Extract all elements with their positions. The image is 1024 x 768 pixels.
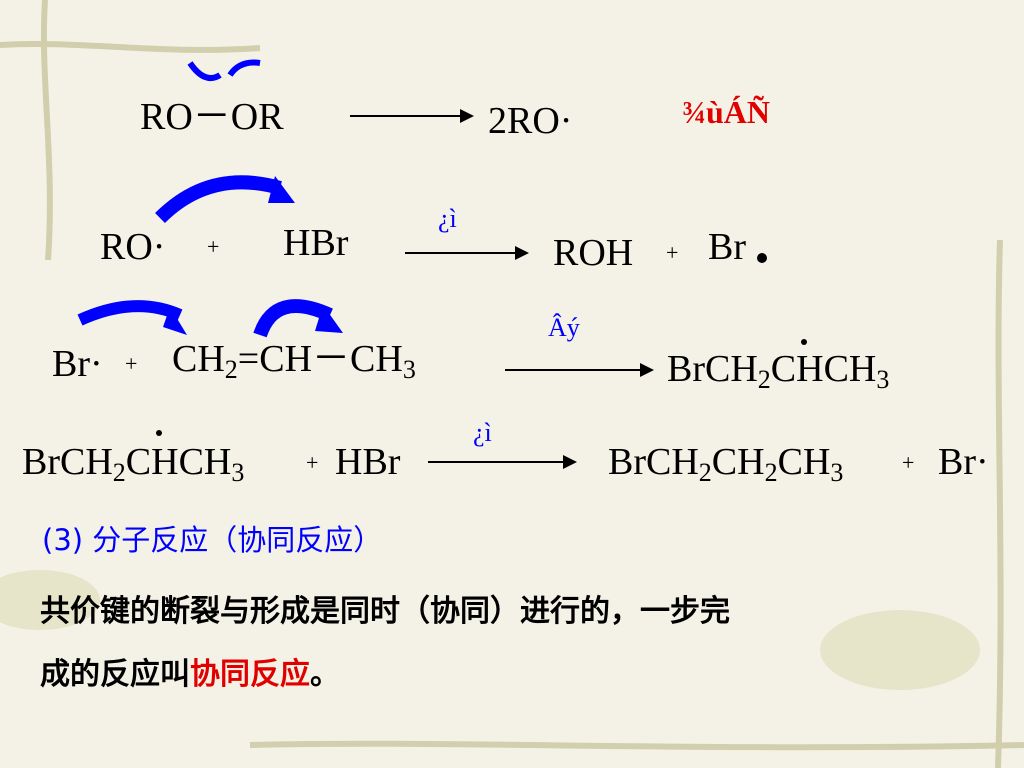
- r4-reactant-a-sub: 2: [112, 458, 126, 487]
- r4-product-b: CH: [711, 441, 765, 483]
- body-line-1: 共价键的断裂与形成是同时（协同）进行的，一步完: [40, 594, 730, 629]
- r3-ch2-text: CH: [172, 338, 225, 380]
- r3-ch2-sub: 2: [224, 355, 238, 384]
- r3-product-a: BrCH: [667, 348, 758, 390]
- highlighted-term: 协同反应: [190, 657, 310, 692]
- radical-dot: [801, 339, 807, 345]
- r4-reactant: BrCH2CHCH3: [22, 443, 244, 486]
- r3-product-b: CHCH: [770, 348, 877, 390]
- r3-reactant1: Br·: [52, 343, 103, 385]
- r3-condition: Âý: [548, 313, 580, 342]
- reaction-arrow-1: [350, 109, 474, 123]
- r2-condition: ¿ì: [438, 204, 457, 233]
- r4-plus1: +: [306, 450, 319, 475]
- r3-ch2: CH2=CH－CH3: [172, 340, 416, 383]
- radical-dot: [757, 253, 767, 263]
- r2-plus2: +: [666, 240, 679, 265]
- r2-product2: Br: [708, 226, 746, 268]
- reaction-arrow-2: [405, 246, 529, 260]
- r4-product-b-sub: 2: [764, 458, 778, 487]
- r3-plus1: +: [125, 351, 138, 376]
- r3-ch-text: CH－CH: [259, 338, 403, 380]
- r4-product: BrCH2CH2CH3: [608, 443, 843, 486]
- reaction-arrow-4: [428, 455, 577, 469]
- r4-product-c: CH: [777, 441, 831, 483]
- reaction-arrow-3: [505, 363, 654, 377]
- body-line-2-prefix: 成的反应叫: [40, 657, 190, 692]
- radical-dot: [156, 430, 162, 436]
- r4-reactant-a: BrCH: [22, 441, 113, 483]
- body-line-2-suffix: 。: [310, 657, 340, 692]
- r4-product2: Br·: [938, 441, 989, 483]
- section-heading: (3) 分子反应（协同反应）: [42, 523, 383, 557]
- r4-plus2: +: [902, 450, 915, 475]
- r4-product-c-sub: 3: [830, 458, 844, 487]
- r4-condition: ¿ì: [473, 418, 492, 447]
- r1-reactant: RO－OR: [140, 96, 284, 138]
- curved-arrows-r1: [187, 59, 261, 81]
- r2-reactant1: RO·: [100, 226, 166, 268]
- r2-plus1: +: [207, 234, 220, 259]
- r1-product: 2RO·: [488, 100, 573, 142]
- r4-product-a: BrCH: [608, 441, 699, 483]
- r3-product-a-sub: 2: [757, 365, 771, 394]
- r3-double-bond: =: [237, 338, 260, 380]
- r2-reactant2: HBr: [283, 222, 349, 264]
- r1-note: ¾ùÁÑ: [682, 94, 771, 130]
- r4-reactant-b: CHCH: [125, 441, 232, 483]
- curved-arrows-r3: [77, 299, 343, 338]
- r2-product1: ROH: [553, 232, 634, 274]
- r3-product: BrCH2CHCH3: [667, 350, 889, 393]
- body-line-2: 成的反应叫协同反应。: [40, 660, 340, 690]
- r4-reactant2: HBr: [335, 441, 401, 483]
- r3-product-b-sub: 3: [876, 365, 890, 394]
- curved-arrow-r2: [155, 175, 295, 224]
- r4-product-a-sub: 2: [698, 458, 712, 487]
- r4-reactant-b-sub: 3: [231, 458, 245, 487]
- r3-ch3-sub: 3: [402, 355, 416, 384]
